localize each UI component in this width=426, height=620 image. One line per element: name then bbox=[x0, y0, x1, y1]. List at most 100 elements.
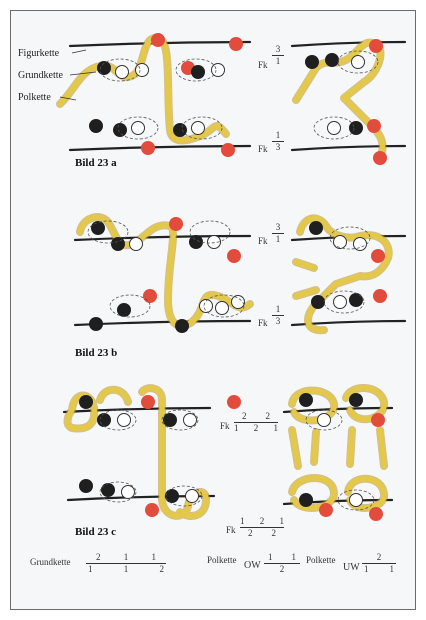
weft-line-23b-top-left bbox=[75, 236, 250, 240]
fk-23c-bottom-t1: 1 bbox=[240, 516, 245, 527]
formula-polkette-uw-b2: 1 bbox=[390, 564, 395, 575]
formula-polkette-uw-suffix: UW bbox=[343, 562, 360, 573]
pick-23c-10 bbox=[122, 486, 135, 499]
formula-grundkette-b1: 1 bbox=[88, 564, 93, 575]
pile-yarn-23c-right-tufts bbox=[292, 430, 384, 466]
fk-23a-bottom-num: 1 bbox=[272, 130, 284, 141]
fk-23c-top-b1: 1 bbox=[234, 423, 239, 434]
figure-23a-drawing bbox=[60, 33, 405, 165]
pick-23c-5 bbox=[163, 413, 177, 427]
pick-23c-3 bbox=[118, 414, 131, 427]
pick-23b-17 bbox=[354, 238, 367, 251]
pick-23a-20 bbox=[328, 122, 341, 135]
pick-23b-10 bbox=[143, 289, 157, 303]
pick-23b-11 bbox=[175, 319, 189, 333]
caption-bild-23c: Bild 23 c bbox=[75, 526, 116, 538]
pick-23a-9 bbox=[89, 119, 103, 133]
formula-polkette-uw-b1: 1 bbox=[364, 564, 369, 575]
pick-23b-8 bbox=[89, 317, 103, 331]
pick-23b-2 bbox=[111, 237, 125, 251]
pile-yarn-23c-right-tufts-shadow bbox=[292, 430, 384, 466]
pick-23a-7 bbox=[212, 64, 225, 77]
pick-23c-18 bbox=[299, 493, 313, 507]
pick-23a-22 bbox=[367, 119, 381, 133]
fk-23c-top-prefix: Fk bbox=[220, 421, 230, 431]
pick-23c-15 bbox=[318, 414, 331, 427]
fk-23a-bottom-prefix: Fk bbox=[258, 144, 268, 154]
pick-23a-4 bbox=[151, 33, 165, 47]
fk-23a-top-den: 1 bbox=[272, 55, 284, 67]
fk-23c-top-b3: 1 bbox=[274, 423, 279, 434]
formula-polkette-ow-t2: 1 bbox=[292, 552, 297, 563]
pick-23b-20 bbox=[334, 296, 347, 309]
figure-23b-drawing bbox=[75, 217, 405, 333]
figure-23c-drawing bbox=[64, 388, 392, 521]
pick-23b-22 bbox=[373, 289, 387, 303]
label-figurkette: Figurkette bbox=[18, 48, 59, 59]
pick-23a-19 bbox=[369, 39, 383, 53]
formula-polkette-ow-t1: 1 bbox=[268, 552, 273, 563]
pick-23b-7 bbox=[227, 249, 241, 263]
fk-23b-top-prefix: Fk bbox=[258, 236, 268, 246]
pick-23c-8 bbox=[79, 479, 93, 493]
pick-23b-3 bbox=[130, 238, 143, 251]
fk-23c-bottom-t2: 2 bbox=[260, 516, 265, 527]
pick-23c-13 bbox=[186, 490, 199, 503]
fk-23a-top-num: 3 bbox=[272, 44, 284, 55]
pick-23b-18 bbox=[371, 249, 385, 263]
pick-23a-6 bbox=[191, 65, 205, 79]
fk-23c-bottom-fraction: 1 2 1 2 2 bbox=[240, 516, 284, 539]
pick-23b-12 bbox=[200, 300, 213, 313]
pick-23b-15 bbox=[309, 221, 323, 235]
formula-grundkette-t1: 2 bbox=[96, 552, 101, 563]
pick-23b-21 bbox=[349, 293, 363, 307]
formula-polkette-ow-fraction: 1 1 2 bbox=[264, 552, 300, 575]
weft-line-23a-bottom-right bbox=[292, 146, 405, 150]
pick-23a-16 bbox=[305, 55, 319, 69]
formula-polkette-ow-suffix: OW bbox=[244, 560, 261, 571]
caption-bild-23a: Bild 23 a bbox=[75, 157, 117, 169]
pick-23c-21 bbox=[369, 507, 383, 521]
pick-23c-14 bbox=[299, 393, 313, 407]
fk-23c-top-t1: 2 bbox=[242, 411, 247, 422]
weft-line-23c-top-right bbox=[284, 408, 392, 412]
label-grundkette: Grundkette bbox=[18, 70, 63, 81]
pick-23b-19 bbox=[311, 295, 325, 309]
pick-23c-17 bbox=[371, 413, 385, 427]
fk-23c-bottom-prefix: Fk bbox=[226, 525, 236, 535]
fk-23a-top-fraction: 3 1 bbox=[272, 44, 284, 67]
formula-polkette-ow-b1: 2 bbox=[280, 564, 285, 575]
pick-23b-4 bbox=[169, 217, 183, 231]
pick-23b-16 bbox=[334, 236, 347, 249]
pick-23a-23 bbox=[373, 151, 387, 165]
formula-grundkette-t2: 1 bbox=[124, 552, 129, 563]
pick-23b-5 bbox=[189, 235, 203, 249]
formula-polkette-uw-fraction: 2 1 1 bbox=[362, 552, 396, 575]
pick-23a-10 bbox=[113, 123, 127, 137]
pick-23a-11 bbox=[132, 122, 145, 135]
fk-23c-bottom-t3: 1 bbox=[280, 516, 285, 527]
pick-23c-2 bbox=[97, 413, 111, 427]
pick-23c-19 bbox=[319, 503, 333, 517]
pick-23a-17 bbox=[325, 53, 339, 67]
pick-23c-20 bbox=[350, 494, 363, 507]
pick-23c-9 bbox=[101, 483, 115, 497]
formula-grundkette-t3: 1 bbox=[152, 552, 157, 563]
formula-polkette-uw-label: Polkette bbox=[306, 555, 336, 565]
fk-23c-top-b2: 2 bbox=[254, 423, 259, 434]
fk-23b-bottom-fraction: 1 3 bbox=[272, 304, 284, 327]
pick-23a-2 bbox=[116, 66, 129, 79]
formula-polkette-uw-t1: 2 bbox=[377, 552, 382, 563]
pick-23c-12 bbox=[165, 489, 179, 503]
pick-23a-3 bbox=[136, 64, 149, 77]
caption-bild-23b: Bild 23 b bbox=[75, 347, 117, 359]
pick-23b-13 bbox=[216, 302, 229, 315]
pick-23a-8 bbox=[229, 37, 243, 51]
pick-23c-1 bbox=[79, 395, 93, 409]
weft-line-23a-top-right bbox=[292, 42, 405, 46]
fk-23c-top-t2: 2 bbox=[266, 411, 271, 422]
pick-23c-6 bbox=[184, 414, 197, 427]
formula-grundkette-fraction: 2 1 1 1 1 2 bbox=[86, 552, 166, 575]
